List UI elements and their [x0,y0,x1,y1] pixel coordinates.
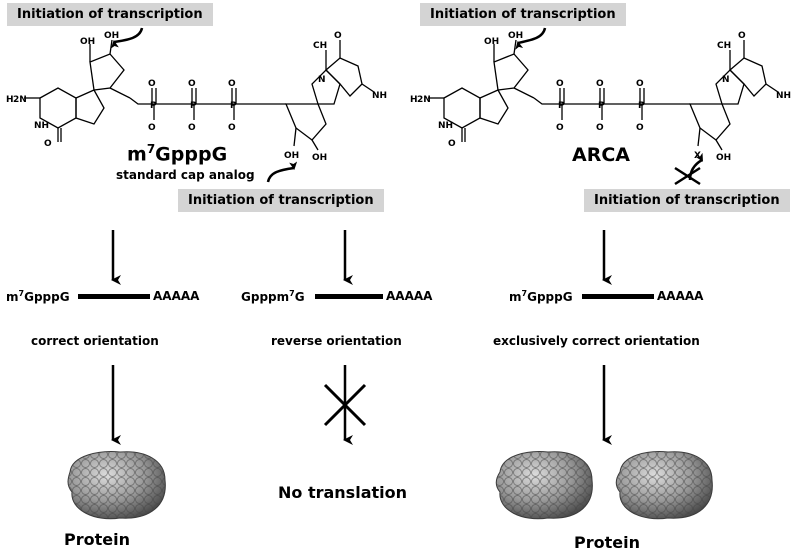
orientation-label-1: correct orientation [31,334,159,348]
svg-text:O: O [188,123,196,133]
svg-text:OH: OH [484,37,499,47]
svg-text:OH: OH [104,31,119,41]
svg-text:O: O [636,123,644,133]
mrna-bar-1 [78,294,150,299]
svg-text:O: O [636,79,644,89]
svg-text:O: O [448,139,456,149]
initiation-label-left-bottom: Initiation of transcription [178,189,384,212]
curved-arrow-left-top [110,27,144,49]
protein-structure-1 [67,451,166,520]
svg-text:O: O [556,79,564,89]
initiation-label-right-top: Initiation of transcription [420,3,626,26]
compound-name-m7gpppg: m7GpppG [127,142,228,166]
svg-text:O: O [228,79,236,89]
curved-arrow-left-bottom [266,161,298,183]
svg-text:O: O [188,79,196,89]
cap-label-2: Gpppm7G [241,289,305,304]
svg-text:P: P [558,101,565,111]
svg-text:O: O [556,123,564,133]
svg-text:O: O [738,31,746,41]
mrna-bar-3 [582,294,654,299]
svg-text:X: X [694,151,701,161]
polya-label-3: AAAAA [657,289,704,303]
svg-text:CH: CH [313,41,327,51]
svg-text:N: N [318,75,326,85]
svg-text:P: P [150,101,157,111]
svg-text:H: H [6,95,14,105]
svg-text:P: P [230,101,237,111]
compound-subtitle: standard cap analog [116,168,255,182]
cap-label-1: m7GpppG [6,289,70,304]
svg-text:O: O [148,123,156,133]
orientation-label-2: reverse orientation [271,334,402,348]
svg-text:NH: NH [34,121,49,131]
svg-text:NH: NH [776,91,791,101]
cap-label-3: m7GpppG [509,289,573,304]
svg-text:NH: NH [372,91,387,101]
protein-structure-3 [615,451,713,520]
svg-text:OH: OH [312,153,327,163]
svg-text:O: O [44,139,52,149]
compound-name-arca: ARCA [572,144,630,166]
mrna-bar-2 [315,294,383,299]
svg-text:O: O [334,31,342,41]
svg-text:OH: OH [80,37,95,47]
blocked-cross-small [674,166,701,186]
protein-structure-2 [495,451,593,520]
svg-text:O: O [228,123,236,133]
svg-text:O: O [148,79,156,89]
polya-label-1: AAAAA [153,289,200,303]
svg-text:P: P [598,101,605,111]
svg-text:OH: OH [284,151,299,161]
svg-text:P: P [190,101,197,111]
curved-arrow-right-top [515,27,547,50]
outcome-protein-2: Protein [574,533,640,552]
orientation-label-3: exclusively correct orientation [493,334,700,348]
svg-text:2N: 2N [417,95,431,105]
svg-text:O: O [596,123,604,133]
svg-text:H: H [410,95,418,105]
initiation-label-left-top: Initiation of transcription [7,3,213,26]
molecule-arca [428,39,779,151]
initiation-label-right-bottom: Initiation of transcription [584,189,790,212]
svg-text:NH: NH [438,121,453,131]
svg-text:CH: CH [717,41,731,51]
outcome-protein-1: Protein [64,530,130,549]
polya-label-2: AAAAA [386,289,433,303]
molecule-m7gpppg [24,39,375,151]
svg-text:N: N [722,75,730,85]
svg-text:O: O [596,79,604,89]
svg-text:OH: OH [508,31,523,41]
svg-text:OH: OH [716,153,731,163]
svg-text:2N: 2N [13,95,27,105]
svg-text:P: P [638,101,645,111]
blocked-cross-large [323,383,367,427]
outcome-no-translation: No translation [278,483,407,502]
